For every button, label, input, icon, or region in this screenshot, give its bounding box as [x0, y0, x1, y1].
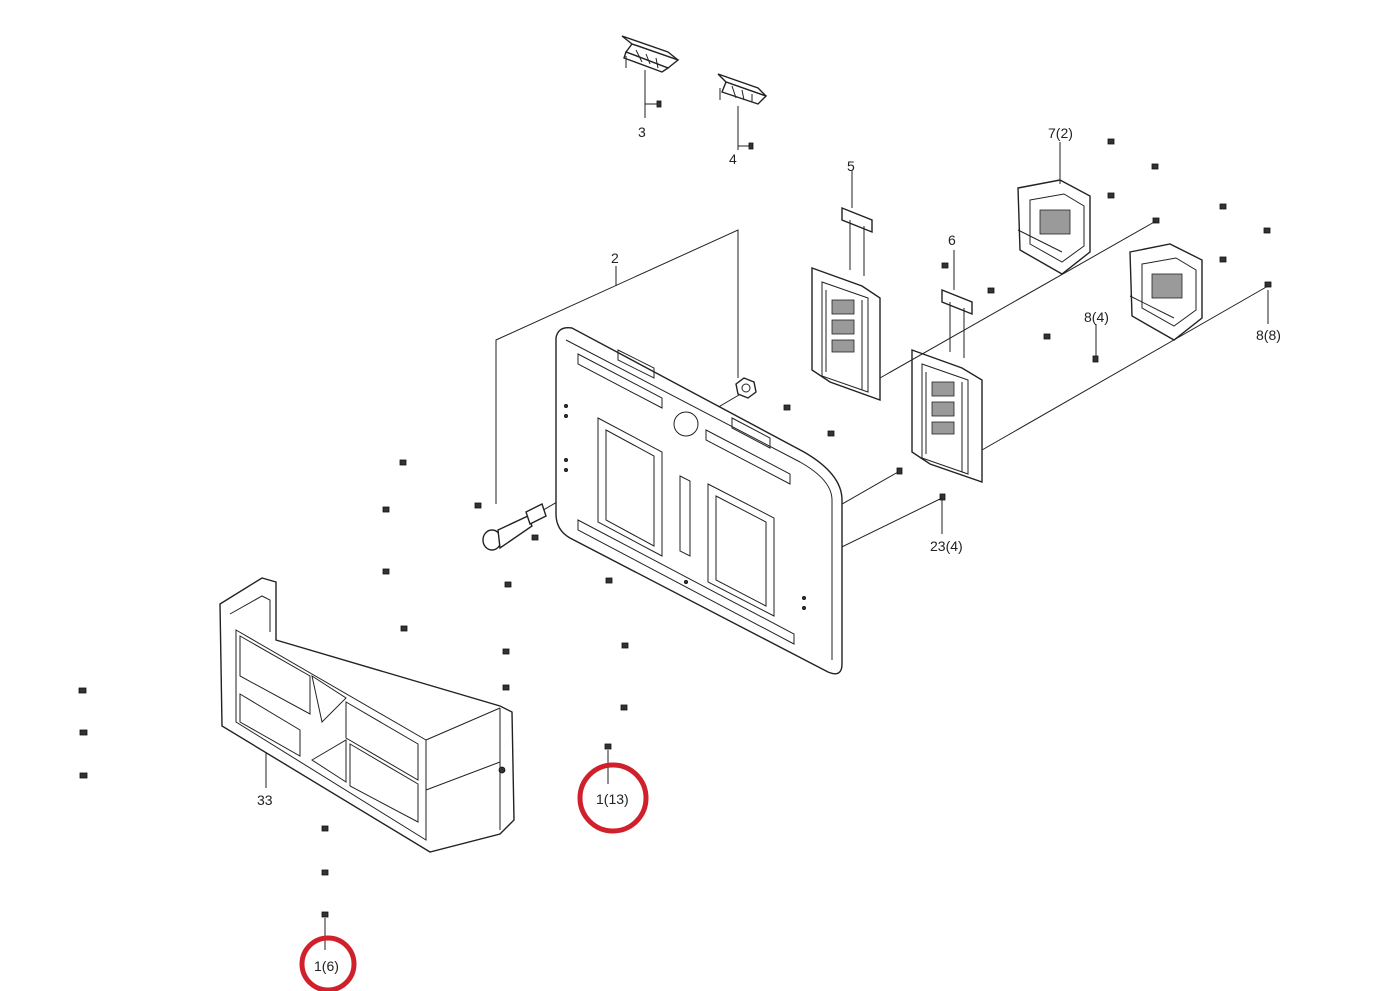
- label-part-23: 23(4): [930, 538, 963, 554]
- part-2-back-panel: [555, 327, 843, 675]
- part-5-module: [811, 170, 881, 401]
- screw-group-top-right: [783, 138, 1272, 501]
- label-part-5: 5: [847, 158, 855, 174]
- leader-lines: [495, 220, 1269, 585]
- label-part-3: 3: [638, 124, 646, 140]
- label-part-1-13: 1(13): [596, 791, 629, 807]
- part-7-unit-lower: [1129, 243, 1203, 341]
- screw-group-guard: [78, 687, 329, 950]
- label-part-8-8: 8(8): [1256, 327, 1281, 343]
- label-part-4: 4: [729, 151, 737, 167]
- part-4-bracket: [717, 73, 768, 150]
- part-33-front-guard: [219, 577, 515, 853]
- label-part-1-6: 1(6): [314, 958, 339, 974]
- highlight-circle-1-6: [299, 935, 357, 991]
- label-part-6: 6: [948, 232, 956, 248]
- part-2-knob: [482, 503, 547, 551]
- part-6-module: [911, 250, 983, 483]
- screw-group-panel-left: [382, 459, 629, 784]
- label-part-2: 2: [611, 250, 619, 266]
- part-2-nut: [735, 377, 757, 399]
- part-3-bracket: [621, 35, 680, 118]
- highlight-circle-1-13: [577, 762, 649, 834]
- label-part-33: 33: [257, 792, 273, 808]
- label-part-8-4: 8(4): [1084, 309, 1109, 325]
- part-7-unit-upper: [1017, 142, 1091, 275]
- label-part-7: 7(2): [1048, 125, 1073, 141]
